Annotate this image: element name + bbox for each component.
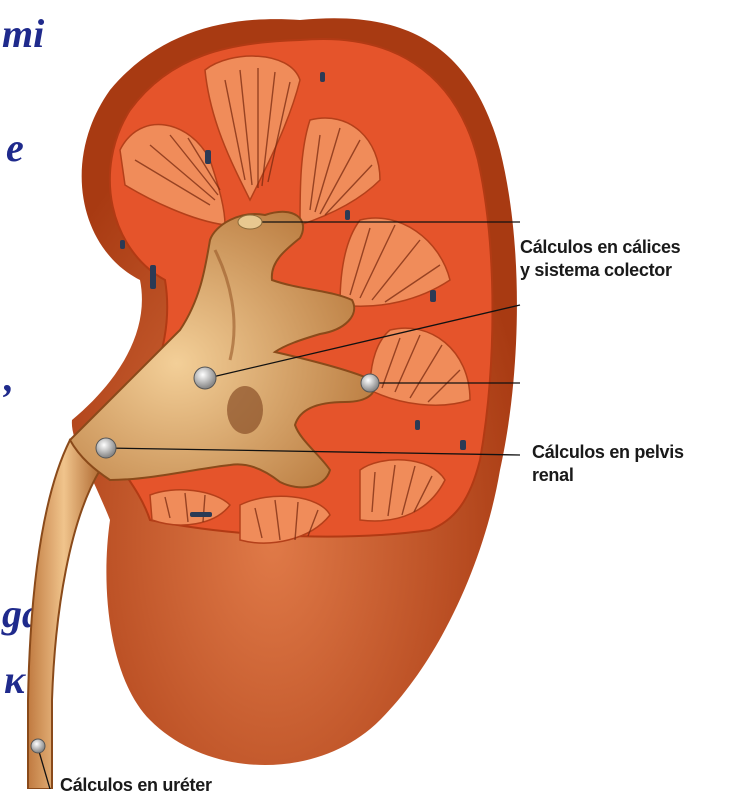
- pelvis-cavity: [227, 386, 263, 434]
- label-pelvis-line-1: Cálculos en pelvis: [532, 441, 684, 464]
- stone-calyx-right: [361, 374, 379, 392]
- stone-ureter: [31, 739, 45, 753]
- stone-pelvis-center: [194, 367, 216, 389]
- label-calices-line-1: Cálculos en cálices: [520, 236, 680, 259]
- label-ureter: Cálculos en uréter: [60, 774, 212, 797]
- label-calices-line-2: y sistema colector: [520, 259, 680, 282]
- ureter: [28, 440, 100, 789]
- label-calices: Cálculos en cálices y sistema colector: [520, 236, 680, 282]
- stone-calyx-top: [238, 215, 262, 229]
- label-pelvis: Cálculos en pelvis renal: [532, 441, 684, 487]
- label-pelvis-line-2: renal: [532, 464, 684, 487]
- stone-pelvis-left: [96, 438, 116, 458]
